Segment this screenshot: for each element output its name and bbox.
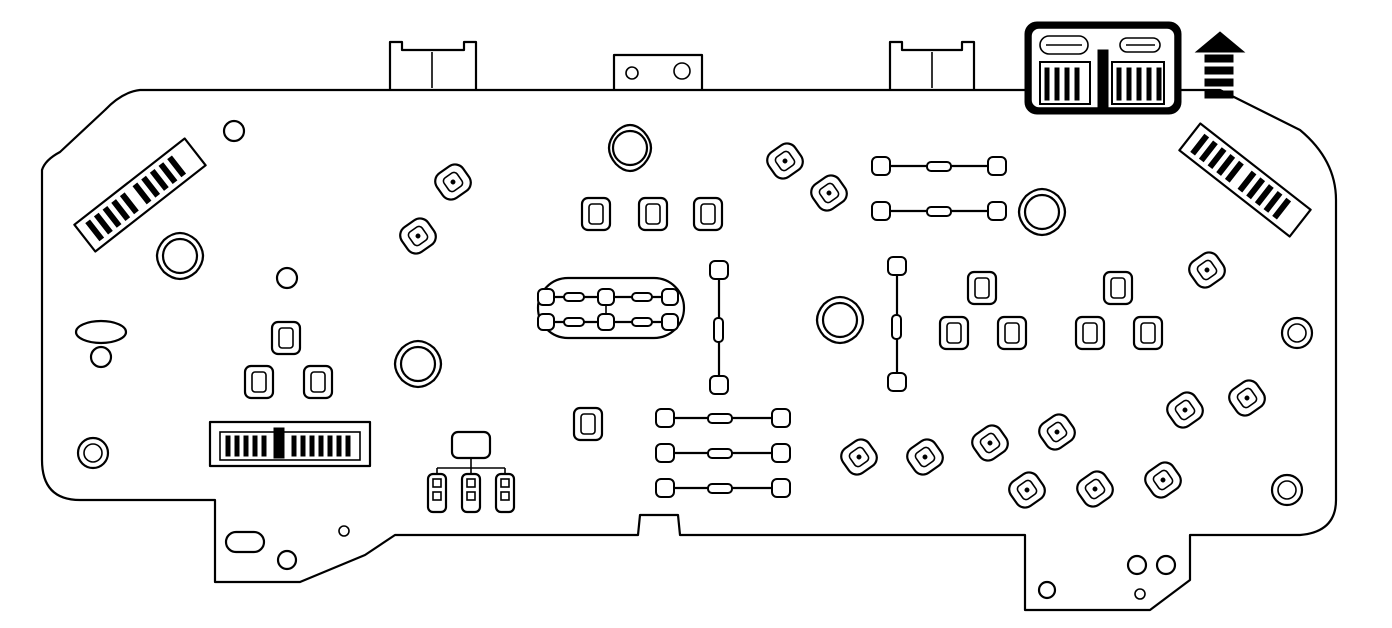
bulb-socket-icon — [1038, 413, 1076, 451]
mounting-hole-icon — [74, 319, 128, 345]
mounting-hole-icon — [76, 436, 110, 470]
bulb-socket-icon — [1166, 391, 1204, 429]
terminal-pad-icon — [243, 364, 275, 400]
terminal-pad-icon — [692, 196, 724, 232]
bulb-socket-icon — [399, 217, 437, 255]
terminal-pad-icon — [270, 320, 302, 356]
edge-connector-left — [73, 137, 207, 253]
bulb-socket-icon — [810, 174, 848, 212]
mounting-hole-icon — [1280, 316, 1314, 350]
gauge-mount-icon — [155, 231, 205, 281]
mounting-hole-icon — [89, 345, 113, 369]
terminal-pad-icon — [637, 196, 669, 232]
edge-connector-bottom — [208, 420, 372, 468]
resistor-icon — [887, 256, 907, 392]
terminal-pad-icon — [1132, 315, 1164, 351]
resistor-icon — [655, 478, 791, 498]
terminal-pad-icon — [1074, 315, 1106, 351]
bulb-socket-icon — [1228, 379, 1266, 417]
terminal-pad-icon — [302, 364, 334, 400]
terminal-pad-icon — [580, 196, 612, 232]
bulb-socket-icon — [434, 163, 472, 201]
bulb-socket-icon — [971, 424, 1009, 462]
resistor-icon — [871, 156, 1007, 176]
gauge-mount-icon — [393, 339, 443, 389]
resistor-network — [536, 276, 686, 340]
resistors — [655, 156, 1007, 498]
terminal-pad-icon — [1102, 270, 1134, 306]
bulb-socket-icon — [1188, 251, 1226, 289]
bulb-socket-icon — [906, 438, 944, 476]
resistor-icon — [709, 260, 729, 395]
resistor-icon — [655, 443, 791, 463]
bulb-socket-icon — [840, 438, 878, 476]
terminal-pad-icon — [938, 315, 970, 351]
resistor-icon — [871, 201, 1007, 221]
terminal-pads — [243, 196, 1164, 442]
gauge-mount-icon — [815, 295, 865, 345]
mounting-hole-icon — [1270, 473, 1304, 507]
terminal-pad-icon — [572, 406, 604, 442]
bulb-socket-icon — [1008, 471, 1046, 509]
bulb-socket-icon — [1076, 470, 1114, 508]
gauge-mounts — [155, 123, 1067, 389]
right-bracket — [1037, 554, 1177, 600]
bulb-sockets — [399, 142, 1266, 509]
bulb-socket-icon — [1144, 461, 1182, 499]
mounting-hole-icon — [275, 266, 299, 290]
left-bracket — [224, 525, 350, 571]
up-arrow-icon — [1194, 31, 1246, 99]
main-connector — [1024, 21, 1182, 115]
edge-connector-right — [1178, 122, 1312, 238]
mounting-hole-icon — [222, 119, 246, 143]
resistor-icon — [655, 408, 791, 428]
board-outline — [40, 40, 1338, 612]
bulb-socket-icon — [766, 142, 804, 180]
gauge-mount-icon — [607, 123, 653, 173]
terminal-pad-icon — [966, 270, 998, 306]
relay-block — [426, 430, 516, 514]
mounting-holes — [74, 119, 1314, 507]
terminal-pad-icon — [996, 315, 1028, 351]
gauge-mount-icon — [1017, 187, 1067, 237]
